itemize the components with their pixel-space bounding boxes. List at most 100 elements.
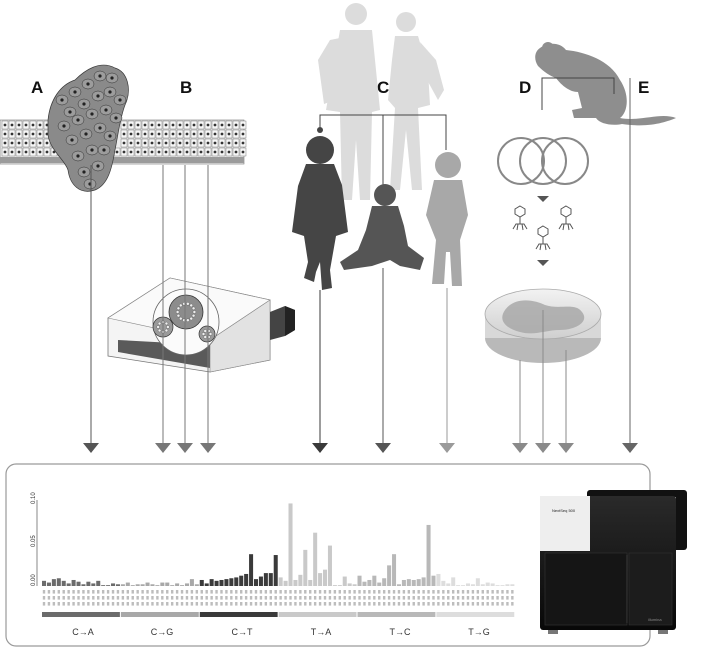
context-tick (466, 590, 470, 594)
context-tick (378, 590, 381, 594)
panel-label-d: D (519, 78, 531, 97)
context-tick (338, 590, 341, 594)
group-label: C→A (72, 627, 94, 637)
spectrum-bar (475, 578, 480, 586)
context-tick (235, 596, 238, 600)
context-tick (62, 596, 65, 600)
context-tick (373, 590, 376, 594)
context-tick (323, 602, 327, 606)
context-tick (82, 596, 85, 600)
context-tick (97, 596, 100, 600)
context-tick (412, 602, 415, 606)
context-tick (57, 596, 60, 600)
context-tick (466, 596, 470, 600)
context-tick (42, 596, 46, 600)
context-tick (52, 602, 56, 606)
context-tick (333, 590, 337, 594)
context-tick (299, 596, 302, 600)
context-tick (170, 590, 174, 594)
context-tick (82, 602, 85, 606)
context-tick (309, 602, 312, 606)
context-tick (417, 590, 420, 594)
context-tick (215, 596, 218, 600)
arrow-head (177, 443, 193, 453)
context-tick (309, 590, 312, 594)
spectrum-bar (61, 580, 66, 586)
context-tick (156, 590, 159, 594)
context-tick (166, 590, 169, 594)
arrow-head (83, 443, 99, 453)
context-tick (427, 602, 430, 606)
spectrum-bar (411, 579, 416, 586)
context-tick (195, 590, 199, 594)
spectrum-bar (332, 585, 337, 586)
context-tick (299, 590, 302, 594)
context-tick (131, 602, 134, 606)
context-tick (175, 596, 179, 600)
context-tick (87, 602, 90, 606)
context-tick (313, 596, 317, 600)
spectrum-bar (56, 578, 61, 586)
context-tick (343, 590, 346, 594)
context-tick (456, 596, 460, 600)
spectrum-bar (288, 503, 293, 586)
spectrum-bar (313, 532, 318, 586)
context-tick (412, 596, 415, 600)
context-tick (427, 596, 430, 600)
spectrum-bar (451, 577, 456, 586)
context-tick (101, 590, 105, 594)
context-tick (77, 590, 80, 594)
context-tick (427, 590, 430, 594)
spectrum-bar (382, 578, 387, 586)
context-tick (225, 602, 228, 606)
context-tick (481, 602, 484, 606)
context-tick (506, 596, 509, 600)
context-tick (249, 596, 253, 600)
group-strip (278, 612, 357, 617)
context-tick (42, 590, 46, 594)
context-tick (442, 590, 445, 594)
context-tick (323, 590, 327, 594)
context-tick (259, 590, 263, 594)
context-tick (318, 590, 322, 594)
spectrum-bar (86, 581, 91, 586)
context-tick (111, 590, 115, 594)
context-tick (437, 596, 440, 600)
context-tick (205, 602, 208, 606)
screen-brand: NextSeq 500 (552, 508, 576, 513)
context-tick (264, 590, 268, 594)
context-tick (353, 590, 356, 594)
context-tick (481, 590, 484, 594)
spectrum-bar (111, 583, 116, 586)
y-tick-label: 0.10 (31, 492, 37, 504)
mouse-silhouette (535, 42, 676, 440)
spectrum-bar (510, 584, 515, 586)
context-tick (506, 602, 509, 606)
panel-label-c: C (377, 78, 389, 97)
context-tick (363, 596, 366, 600)
context-tick (476, 596, 480, 600)
context-tick (254, 596, 258, 600)
context-tick (368, 590, 371, 594)
spectrum-bar (342, 576, 347, 586)
context-tick (170, 596, 174, 600)
spectrum-bar (258, 576, 263, 586)
group-label: T→A (311, 627, 332, 637)
context-tick (136, 602, 139, 606)
context-tick (141, 590, 144, 594)
context-tick (299, 602, 302, 606)
context-tick (151, 590, 154, 594)
step-arrow (537, 196, 549, 202)
spectrum-bar (293, 579, 298, 586)
context-tick (200, 596, 203, 600)
context-tick (166, 602, 169, 606)
group-strip (42, 612, 120, 617)
context-tick (161, 596, 164, 600)
spectrum-bar (253, 579, 259, 586)
context-tick (146, 590, 149, 594)
context-tick (210, 596, 213, 600)
context-tick (432, 590, 435, 594)
context-tick (274, 590, 277, 594)
context-tick (501, 590, 504, 594)
context-tick (195, 596, 199, 600)
